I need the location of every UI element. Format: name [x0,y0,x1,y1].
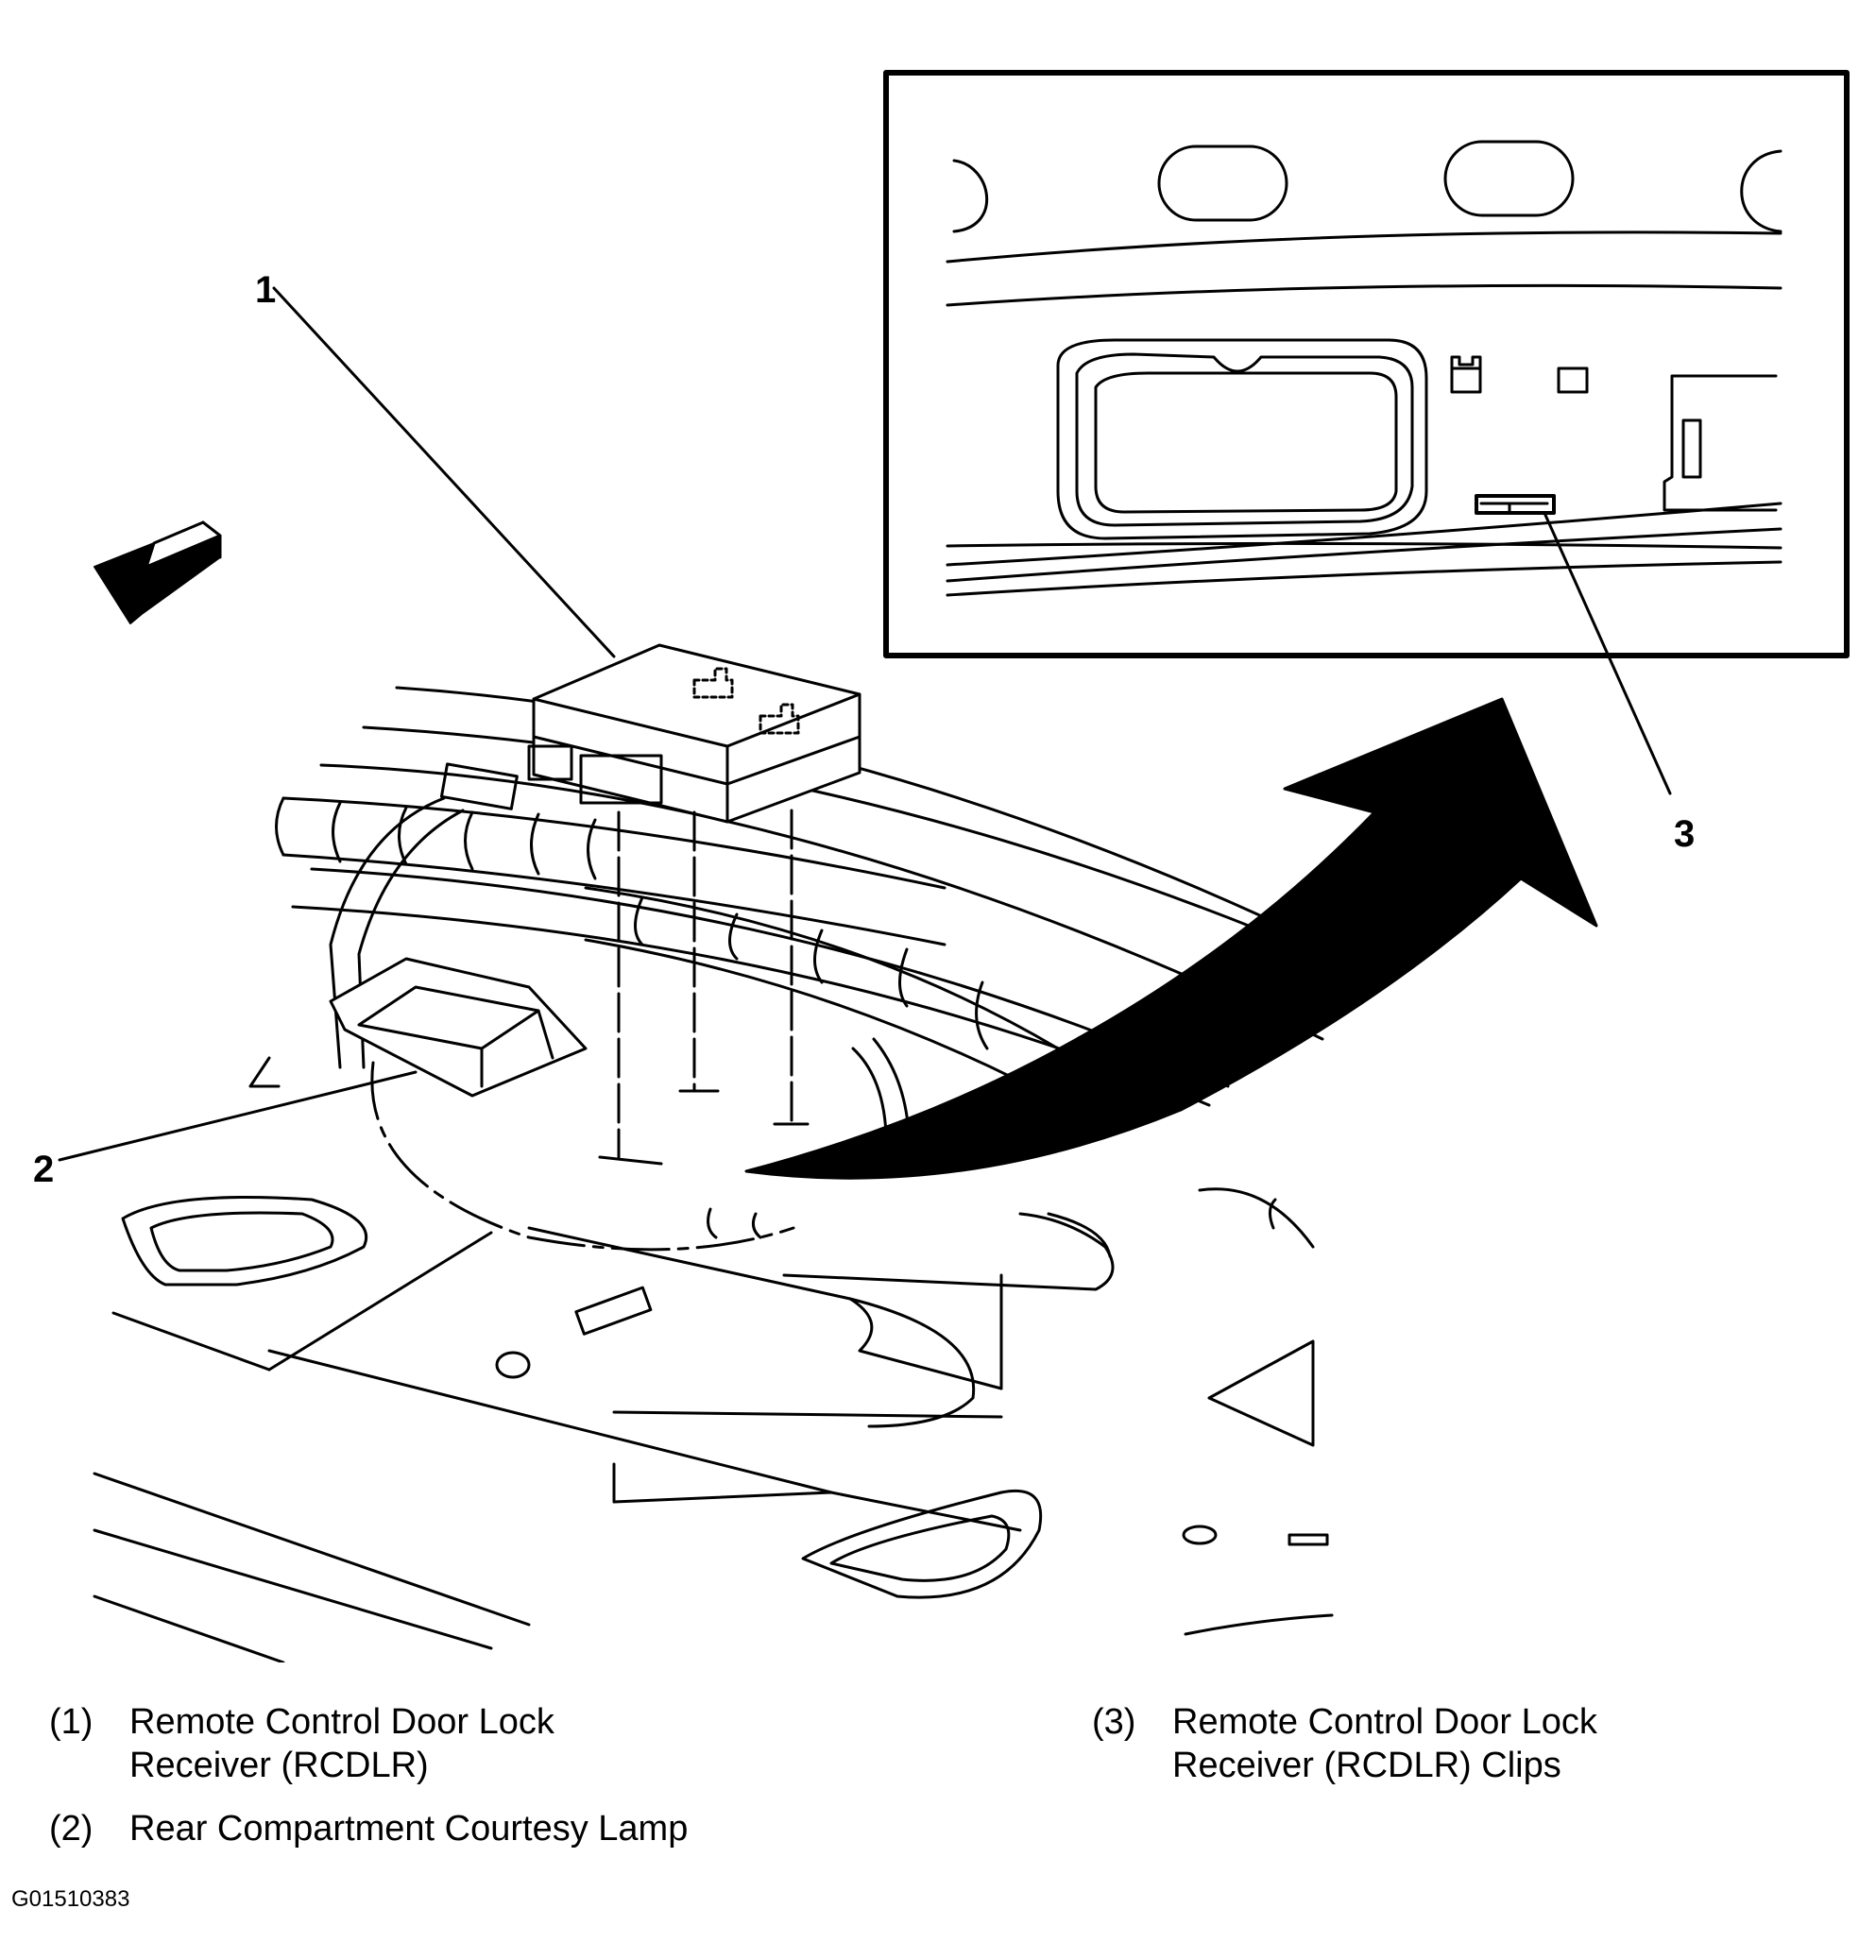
callout-1: 1 [255,269,277,311]
legend-text: Rear Compartment Courtesy Lamp [129,1809,689,1849]
legend-text: Remote Control Door Lock Receiver (RCDLR… [1172,1702,1597,1785]
callout-2: 2 [33,1149,55,1190]
panel-drawing [58,286,1334,1662]
legend-num: (2) [49,1809,94,1849]
legend-num: (3) [1092,1702,1136,1742]
legend-num: (1) [49,1702,94,1742]
detail-inset [883,70,1850,795]
callout-3: 3 [1674,813,1696,855]
curved-arrow-icon [744,697,1598,1180]
diagram-illustration [58,70,1850,1662]
legend-item-3: (3) Remote Control Door Lock Receiver (R… [1092,1700,1848,1795]
legend-item-2: (2) Rear Compartment Courtesy Lamp [49,1807,805,1854]
figure-id: G01510383 [11,1886,130,1912]
forward-arrow-icon [94,520,222,624]
legend-text: Remote Control Door Lock Receiver (RCDLR… [129,1702,554,1785]
legend-item-1: (1) Remote Control Door Lock Receiver (R… [49,1700,805,1795]
